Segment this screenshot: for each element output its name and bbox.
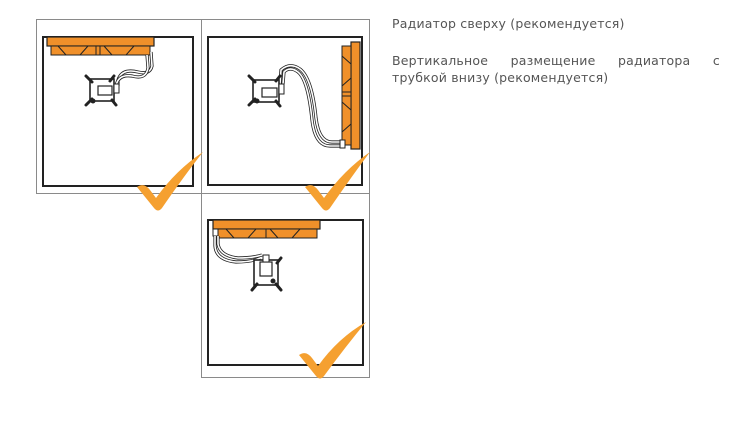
radiator [350, 41, 361, 150]
checkmark-icon [299, 322, 366, 379]
diagram-top-mount-tubes-left [207, 219, 364, 366]
checkmark-icon [305, 152, 370, 211]
caption-vertical-radiator: Вертикальное размещение радиатора с труб… [392, 53, 720, 85]
caption-top-radiator: Радиатор сверху (рекомендуется) [392, 16, 625, 31]
checkmark-icon [137, 152, 203, 211]
radiator [212, 219, 321, 230]
grid-frame [36, 19, 370, 378]
diagram-top-mount [42, 36, 194, 187]
radiator [46, 36, 155, 47]
diagram-vertical-mount [207, 36, 363, 186]
